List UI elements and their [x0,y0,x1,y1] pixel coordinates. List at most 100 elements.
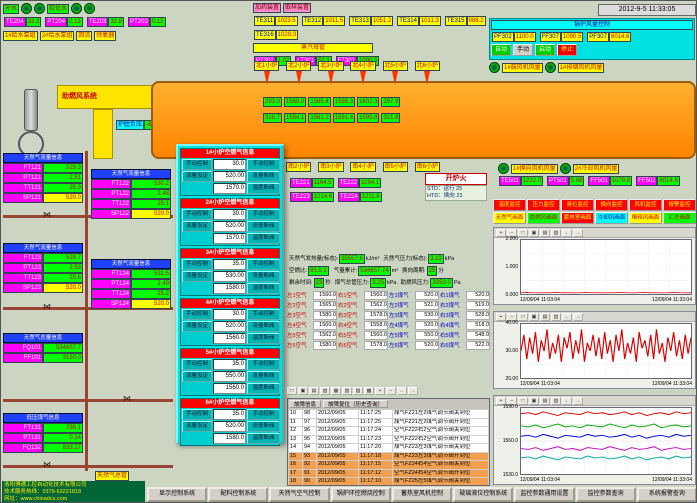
toolbar-icon[interactable]: ▩ [364,387,374,395]
screen-button[interactable]: 蓄热室画面 [561,212,594,224]
bottom-nav-button[interactable]: 监控参数通用设置 [514,487,575,502]
screen-button[interactable]: 天然气画面 [493,212,526,224]
chart-tool-icon[interactable]: + [496,397,506,405]
manual-mode-button[interactable]: 手动控制 [247,209,280,220]
chart-tool-icon[interactable]: ▥ [551,313,561,321]
manual-control-button[interactable]: 手动控制 [182,309,212,320]
chart-tool-icon[interactable]: → [573,313,583,321]
manual-mode-button[interactable]: 手动控制 [247,159,280,170]
chart-tool-icon[interactable]: − [507,229,517,237]
fan-panel-button[interactable]: 手动 [513,44,534,56]
screen-button[interactable]: 稀释风画面 [629,212,662,224]
manual-mode-button[interactable]: 手动控制 [247,259,280,270]
manual-mode-button[interactable]: 手动控制 [247,409,280,420]
chart-tool-icon[interactable]: □ [518,313,528,321]
manual-control-button[interactable]: 手动控制 [182,409,212,420]
flow-setpoint-button[interactable]: 流量设定 [182,321,212,332]
flow-cutoff-button[interactable]: 流量断阀 [247,421,280,432]
fan-panel-button[interactable]: 停止 [557,44,578,56]
chart-tool-icon[interactable]: ← [562,397,572,405]
temp-cutoff-button[interactable]: 温度断阀 [247,283,280,294]
fan-panel-button[interactable]: 自动 [491,44,512,56]
toolbar-icon[interactable]: ▥ [320,387,330,395]
bottom-nav-button[interactable]: 天然气空气控制 [269,487,330,502]
chart-tool-icon[interactable]: + [496,313,506,321]
toolbar-icon[interactable]: ← [397,387,407,395]
toolbar-icon[interactable]: ▨ [353,387,363,395]
flow-setpoint-button[interactable]: 流量设定 [182,271,212,282]
temp-cutoff-button[interactable]: 温度断阀 [247,433,280,444]
manual-mode-button[interactable]: 手动控制 [247,359,280,370]
monitor-button[interactable]: 液位监控 [561,199,594,211]
temp-cutoff-button[interactable]: 温度断阀 [247,333,280,344]
chart-tool-icon[interactable]: □ [518,397,528,405]
flow-setpoint-button[interactable]: 流量设定 [182,171,212,182]
flow-cutoff-button[interactable]: 流量断阀 [247,221,280,232]
toolbar-icon[interactable]: + [375,387,385,395]
flow-setpoint-button[interactable]: 流量设定 [182,371,212,382]
bottom-nav-button[interactable]: 蓄热室风机控制 [391,487,453,502]
temp-cutoff-button[interactable]: 温度断阀 [247,383,280,394]
chart-tool-icon[interactable]: → [573,397,583,405]
manual-mode-button[interactable]: 手动控制 [247,309,280,320]
chart-tool-icon[interactable]: → [573,229,583,237]
chart-tool-icon[interactable]: − [507,313,517,321]
tab-fault-info[interactable]: 故障信息 [289,400,322,408]
fan-panel-button[interactable]: 启动 [535,44,556,56]
flow-cutoff-button[interactable]: 流量断阀 [247,171,280,182]
bottom-nav-button[interactable]: 系统报警查询 [636,487,696,502]
bottom-nav-button[interactable]: 监控参数查询 [575,487,636,502]
toolbar-icon[interactable]: ▦ [331,387,341,395]
manual-control-button[interactable]: 手动控制 [182,159,212,170]
toolbar-icon[interactable]: ▣ [298,387,308,395]
chart-tool-icon[interactable]: − [507,397,517,405]
bottom-nav-button[interactable]: 玻璃液位控制系统 [453,487,514,502]
chart-tool-icon[interactable]: ← [562,229,572,237]
chart-tool-icon[interactable]: + [496,229,506,237]
temp-cutoff-button[interactable]: 温度断阀 [247,233,280,244]
flow-setpoint-button[interactable]: 流量设定 [182,221,212,232]
monitor-button[interactable]: 风机监控 [629,199,662,211]
bottom-nav-button[interactable]: 显示控制系统 [147,487,208,502]
temp-cutoff-button[interactable]: 温度断阀 [247,183,280,194]
chart-tool-icon[interactable]: ▣ [529,397,539,405]
monitor-button[interactable]: 温度监控 [493,199,526,211]
toolbar-icon[interactable]: □ [287,387,297,395]
chart-tool-icon[interactable]: ▣ [529,313,539,321]
flow-cutoff-button[interactable]: 流量断阀 [247,371,280,382]
toolbar-icon[interactable]: ▧ [342,387,352,395]
screen-button[interactable]: 助燃风画面 [527,212,560,224]
screen-button[interactable]: 冷却风画面 [595,212,628,224]
toolbar-icon[interactable]: ▤ [309,387,319,395]
flow-cutoff-button[interactable]: 流量断阀 [247,271,280,282]
bottom-nav-button[interactable]: 配料控制系统 [208,487,269,502]
chart-tool-icon[interactable]: ▤ [540,229,550,237]
manual-control-button[interactable]: 手动控制 [182,359,212,370]
bottom-nav-button[interactable]: 锅炉环控燃烧控制 [330,487,391,502]
manual-control-button[interactable]: 手动控制 [182,259,212,270]
chart-tool-icon[interactable]: ▥ [551,397,561,405]
monitor-button[interactable]: 换向监控 [595,199,628,211]
chart-tool-icon[interactable]: ← [562,313,572,321]
tab-fault-reset[interactable]: 故障复位（历史查询） [323,400,389,408]
chart-tool-icon[interactable]: □ [518,229,528,237]
chart-tool-icon[interactable]: ▣ [529,229,539,237]
monitor-button[interactable]: 压力监控 [527,199,560,211]
flow-cutoff-button[interactable]: 流量断阀 [247,321,280,332]
toolbar-icon[interactable]: − [386,387,396,395]
toolbar-icon[interactable]: → [408,387,418,395]
monitor-button[interactable]: 报警监控 [663,199,696,211]
flow-setpoint-button[interactable]: 流量设定 [182,421,212,432]
chart-tool-icon[interactable]: ▤ [540,313,550,321]
chart-tool-icon[interactable]: ▥ [551,229,561,237]
chart-tool-icon[interactable]: ▤ [540,397,550,405]
